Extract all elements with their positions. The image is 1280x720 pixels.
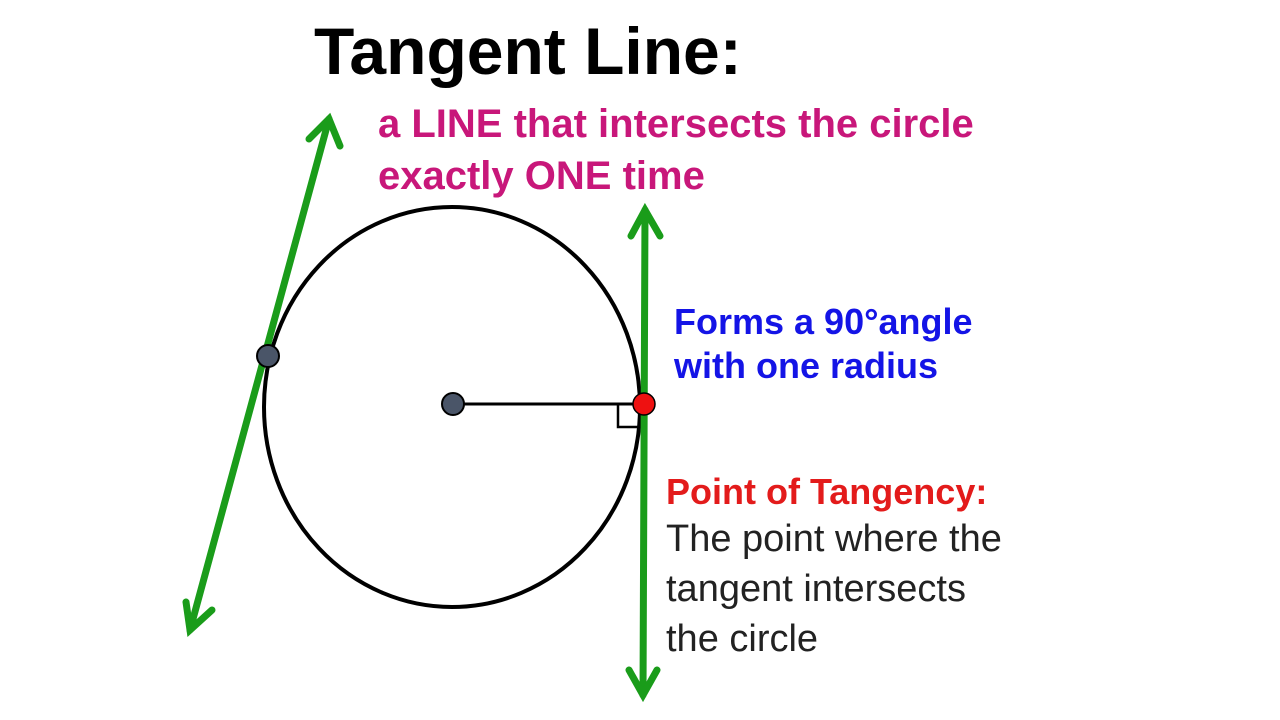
tangency-heading: Point of Tangency: [666, 471, 988, 512]
tangency-description-line-1: The point where the [666, 518, 1002, 560]
right-angle-marker [616, 404, 641, 429]
left-tangent-point [256, 344, 280, 368]
tangency-description-line-3: the circle [666, 618, 819, 660]
point-of-tangency [632, 392, 656, 416]
definition-text: a LINE that intersects the circle exactl… [378, 98, 1078, 202]
tangency-block: Point of Tangency: The point where the t… [666, 470, 1146, 664]
tangency-description: The point where the tangent intersects t… [666, 514, 1146, 664]
angle-note: Forms a 90°angle with one radius [674, 300, 1094, 388]
right-tangent-line [625, 202, 664, 703]
definition-line-1: a LINE that intersects the circle [378, 102, 974, 146]
left-tangent-line [182, 112, 344, 638]
tangency-description-line-2: tangent intersects [666, 568, 966, 610]
definition-line-2: exactly ONE time [378, 154, 705, 198]
angle-note-line-1: Forms a 90°angle [674, 301, 973, 342]
page-title: Tangent Line: [314, 14, 742, 88]
angle-note-line-2: with one radius [674, 345, 939, 386]
center-point [441, 392, 465, 416]
